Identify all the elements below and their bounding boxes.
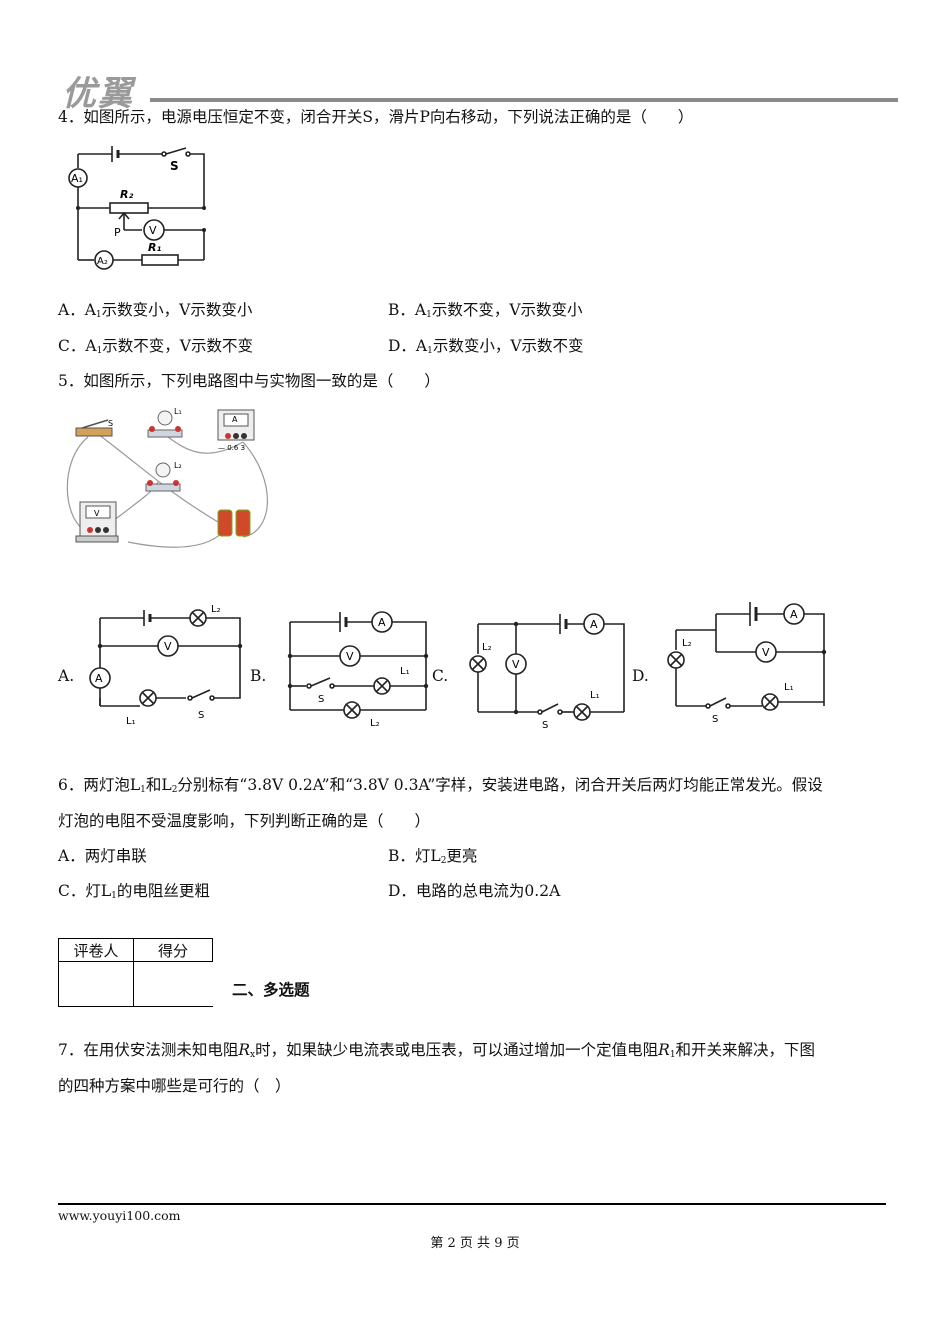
q5-option-a-circuit: L₂ V A L₁ S [89,604,243,727]
svg-text:P: P [114,226,121,239]
q6-option-a[interactable]: A．两灯串联 [58,847,147,865]
q4-option-c[interactable]: C．A1示数不变，V示数不变 [58,337,253,356]
brand-logo: 优翼 [62,74,134,114]
header-rule [150,98,898,102]
section-title-multiple-choice: 二、多选题 [232,981,310,999]
svg-text:R₁: R₁ [148,241,161,254]
q4-option-d[interactable]: D．A1示数变小，V示数不变 [388,337,584,356]
svg-text:L₁: L₁ [590,690,600,701]
svg-text:S: S [712,714,718,725]
q6-stem-line2: 灯泡的电阻不受温度影响，下列判断正确的是（ ） [58,812,431,830]
q6-stem-line1: 6．两灯泡L1和L2分别标有“3.8V 0.2A”和“3.8V 0.3A”字样，… [58,776,823,795]
q6-option-b[interactable]: B．灯L2更亮 [388,847,478,866]
svg-text:L₁: L₁ [784,682,794,693]
svg-text:V: V [762,646,770,659]
q6-option-c[interactable]: C．灯L1的电阻丝更粗 [58,882,210,901]
svg-text:L₂: L₂ [174,461,182,470]
q5-option-b-circuit: A V S L₁ L₂ [287,611,429,729]
svg-text:V: V [94,509,100,518]
score-table: 评卷人 得分 [58,938,213,1007]
score-table-grader-cell[interactable] [58,961,134,1007]
svg-text:R₂: R₂ [120,188,133,201]
svg-text:S: S [108,419,113,428]
svg-text:A: A [590,618,598,631]
svg-text:V: V [512,658,520,671]
q4-option-a[interactable]: A．A1示数变小，V示数变小 [58,301,253,320]
page-number: 第 2 页 共 9 页 [430,1236,520,1251]
score-table-header-grader: 评卷人 [58,938,134,962]
svg-text:A: A [95,672,103,685]
q5-option-c-letter[interactable]: C. [432,667,449,685]
svg-text:A₂: A₂ [97,256,108,267]
footer-url: www.youyi100.com [58,1208,181,1223]
svg-text:L₂: L₂ [370,718,380,729]
footer-rule [58,1203,886,1205]
svg-text:V: V [149,224,157,237]
svg-text:A₁: A₁ [71,172,83,185]
q5-option-c-circuit: A V L₂ L₁ S [469,613,625,730]
svg-text:A: A [378,616,386,629]
svg-text:L₁: L₁ [400,666,410,677]
svg-text:S: S [542,720,548,730]
svg-text:L₂: L₂ [482,642,492,653]
svg-text:V: V [164,640,172,653]
q5-physical-circuit-figure: S L₁ L₂ — 0.6 3 V A [66,407,268,548]
q5-option-d-circuit: A V L₂ L₁ S [667,602,827,725]
q7-stem-line1: 7．在用伏安法测未知电阻Rx时，如果缺少电流表或电压表，可以通过增加一个定值电阻… [58,1041,816,1060]
svg-text:L₂: L₂ [682,638,692,649]
q5-option-d-letter[interactable]: D. [632,667,649,685]
svg-text:— 0.6 3: — 0.6 3 [218,444,245,452]
q4-option-b[interactable]: B．A1示数不变，V示数变小 [388,301,583,320]
q5-option-b-letter[interactable]: B. [250,667,267,685]
svg-text:L₁: L₁ [174,407,182,416]
svg-text:S: S [318,694,324,705]
svg-text:L₁: L₁ [126,716,136,727]
q4-stem: 4．如图所示，电源电压恒定不变，闭合开关S，滑片P向右移动，下列说法正确的是（ … [58,108,694,126]
q5-option-a-letter[interactable]: A. [58,667,75,685]
svg-text:S: S [170,159,179,173]
svg-text:L₂: L₂ [211,604,221,615]
svg-text:V: V [346,650,354,663]
q5-stem: 5．如图所示，下列电路图中与实物图一致的是（ ） [58,372,440,390]
score-table-score-cell[interactable] [133,961,213,1007]
score-table-header-score: 得分 [133,938,213,962]
q6-option-d[interactable]: D．电路的总电流为0.2A [388,882,561,900]
svg-text:S: S [198,710,204,721]
q4-circuit-figure: A₁ S R₂ P V R₁ A₂ [68,146,206,270]
svg-text:A: A [790,608,798,621]
q7-stem-line2: 的四种方案中哪些是可行的（ ） [58,1077,291,1095]
svg-text:A: A [232,415,238,424]
